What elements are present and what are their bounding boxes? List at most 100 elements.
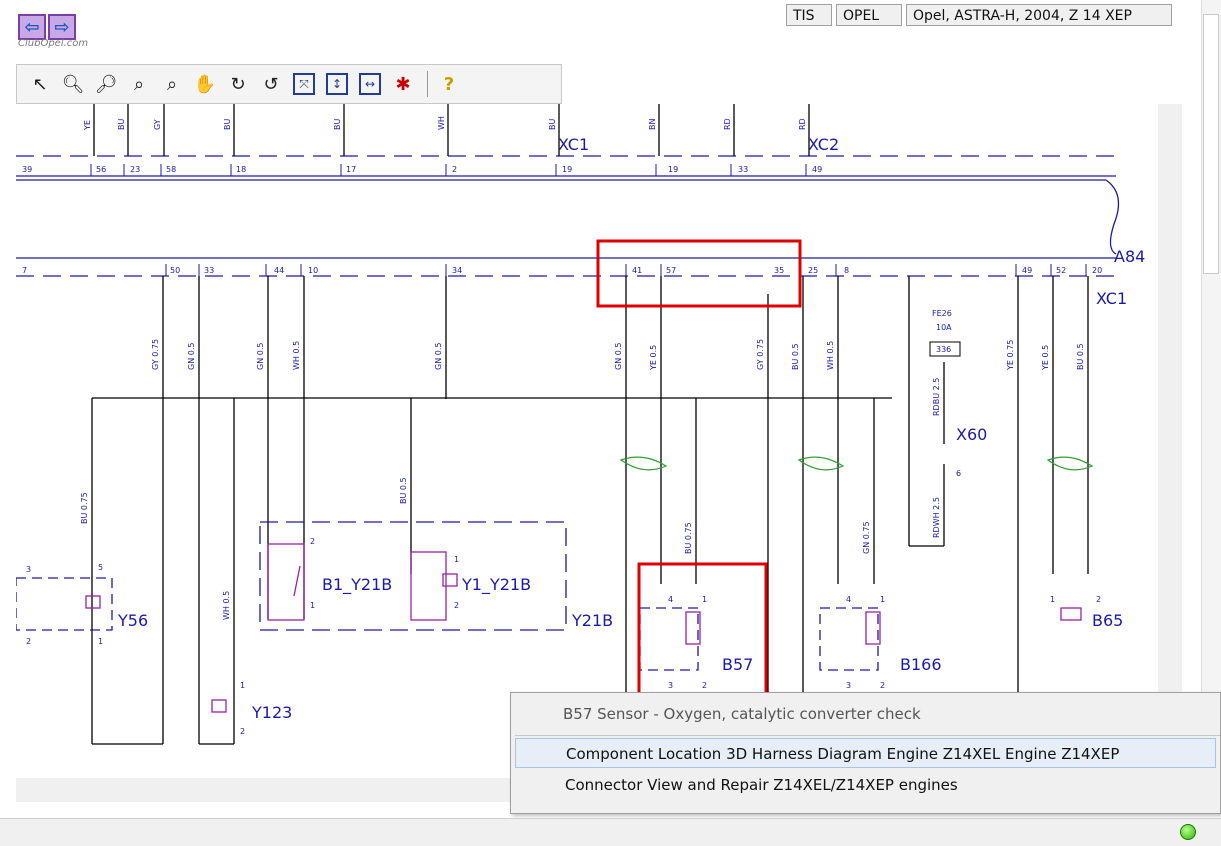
status-brand: OPEL xyxy=(836,4,902,26)
wire-color-label: RD xyxy=(723,118,732,130)
wire-color-label: BU xyxy=(223,119,232,130)
wire-color-label: YE xyxy=(83,120,92,131)
wire-size-label: BU 0.5 xyxy=(399,477,408,504)
wire-size-label: YE 0.5 xyxy=(649,345,658,371)
wire-size-label: GN 0.5 xyxy=(187,343,196,370)
wiring-diagram: XC1 XC2 A84 XC1 X60 Y56 B1_Y21B Y1_Y21B … xyxy=(16,104,1182,812)
wire-size-label: BU 0.75 xyxy=(684,522,693,554)
fit-height-icon[interactable]: ↕ xyxy=(322,69,352,99)
connector-xc1-right-label: XC1 xyxy=(1096,289,1127,308)
mid-pin-label: 41 xyxy=(632,266,642,275)
module-a84-label: A84 xyxy=(1114,247,1145,266)
pan-hand-icon[interactable]: ✋ xyxy=(193,73,217,95)
top-pin-label: 17 xyxy=(346,165,356,174)
wire-size-label: BU 0.75 xyxy=(80,492,89,524)
highlight-icon[interactable]: ✱ xyxy=(395,73,411,95)
comp-pin-label: 1 xyxy=(240,681,245,690)
context-menu-divider xyxy=(515,735,1220,736)
comp-pin-label: 4 xyxy=(846,595,851,604)
watermark: ClubOpel.com xyxy=(18,38,89,49)
help-icon[interactable]: ? xyxy=(443,73,455,95)
top-pin-label: 23 xyxy=(130,165,140,174)
component-context-menu: B57 Sensor - Oxygen, catalytic converter… xyxy=(510,692,1221,814)
diagram-horizontal-scrollbar[interactable] xyxy=(16,778,516,802)
window-scrollbar-thumb[interactable] xyxy=(1203,14,1219,274)
component-b1-y21b-label: B1_Y21B xyxy=(322,575,392,595)
mid-pin-label: 52 xyxy=(1056,266,1066,275)
arrow-right-icon: ⇨ xyxy=(54,16,70,38)
comp-pin-label: 1 xyxy=(702,595,707,604)
select-arrow-icon[interactable]: ↖ xyxy=(32,73,48,95)
top-pin-label: 19 xyxy=(668,165,678,174)
mid-pin-label: 35 xyxy=(774,266,784,275)
top-pin-label: 39 xyxy=(22,165,32,174)
wire-size-label: RDBU 2.5 xyxy=(932,378,941,416)
wire-size-label: BU 0.5 xyxy=(791,343,800,370)
status-app: TIS xyxy=(786,4,832,26)
comp-pin-label: 3 xyxy=(846,681,851,690)
top-pin-label: 2 xyxy=(452,165,457,174)
mid-pin-label: 10 xyxy=(308,266,318,275)
wire-size-label: YE 0.75 xyxy=(1006,340,1015,371)
wire-color-label: BU xyxy=(548,119,557,130)
fuse-rating: 10A xyxy=(936,323,952,332)
wire-size-label: RDWH 2.5 xyxy=(932,497,941,538)
rotate-right-icon[interactable]: ↻ xyxy=(230,73,246,95)
component-y56-label: Y56 xyxy=(117,611,148,630)
comp-pin-label: 1 xyxy=(310,601,315,610)
comp-pin-label: 1 xyxy=(880,595,885,604)
wire-size-label: GY 0.75 xyxy=(151,339,160,370)
mid-pin-label: 7 xyxy=(22,266,27,275)
back-button[interactable]: ⇦ xyxy=(18,14,46,40)
comp-pin-label: 2 xyxy=(26,637,31,646)
wire-color-label: BN xyxy=(648,119,657,130)
comp-pin-label: 2 xyxy=(310,537,315,546)
comp-pin-label: 1 xyxy=(1050,595,1055,604)
top-pin-label: 58 xyxy=(166,165,176,174)
zoom-icon[interactable]: ⌕ xyxy=(133,73,145,95)
connector-xc1-top-label: XC1 xyxy=(558,135,589,154)
x60-pin-label: 6 xyxy=(956,469,961,478)
top-pin-label: 49 xyxy=(812,165,822,174)
wire-color-label: BU xyxy=(333,119,342,130)
comp-pin-label: 3 xyxy=(26,565,31,574)
x60-label: X60 xyxy=(956,425,987,444)
comp-pin-label: 2 xyxy=(1096,595,1101,604)
fuse-label: FE26 xyxy=(932,309,952,318)
diagram-toolbar: ↖ 🔍︎ 🔎︎ ⌕ ⌕ ✋ ↻ ↺ ⤧ ↕ ↔ ✱ ? xyxy=(16,64,562,104)
wire-size-label: WH 0.5 xyxy=(292,341,301,370)
comp-pin-label: 3 xyxy=(668,681,673,690)
comp-pin-label: 1 xyxy=(98,637,103,646)
menu-item-connector-view[interactable]: Connector View and Repair Z14XEL/Z14XEP … xyxy=(565,776,958,794)
menu-item-component-location[interactable]: Component Location 3D Harness Diagram En… xyxy=(515,738,1216,768)
fit-all-icon[interactable]: ⤧ xyxy=(289,69,319,99)
mid-pin-label: 8 xyxy=(844,266,849,275)
comp-pin-label: 2 xyxy=(702,681,707,690)
zoom-window-icon[interactable]: ⌕ xyxy=(166,73,178,95)
comp-pin-label: 4 xyxy=(668,595,673,604)
forward-button[interactable]: ⇨ xyxy=(48,14,76,40)
mid-pin-label: 25 xyxy=(808,266,818,275)
mid-pin-label: 34 xyxy=(452,266,462,275)
arrow-left-icon: ⇦ xyxy=(24,16,40,38)
component-y1-y21b-label: Y1_Y21B xyxy=(461,575,531,595)
top-pin-label: 33 xyxy=(738,165,748,174)
wire-size-label: YE 0.5 xyxy=(1041,345,1050,371)
wire-size-label: GN 0.75 xyxy=(862,521,871,554)
mid-pin-label: 57 xyxy=(666,266,676,275)
fuse-number: 336 xyxy=(936,345,951,354)
fit-width-icon[interactable]: ↔ xyxy=(355,69,385,99)
status-bar xyxy=(0,818,1221,846)
component-b166-label: B166 xyxy=(900,655,942,674)
zoom-in-icon[interactable]: 🔍︎ xyxy=(61,73,85,95)
mid-pin-label: 33 xyxy=(204,266,214,275)
component-y21b-label: Y21B xyxy=(571,611,613,630)
wire-size-label: GN 0.5 xyxy=(434,343,443,370)
wire-size-label: WH 0.5 xyxy=(222,591,231,620)
rotate-left-icon[interactable]: ↺ xyxy=(263,73,279,95)
comp-pin-label: 5 xyxy=(98,563,103,572)
diagram-vertical-scrollbar[interactable] xyxy=(1158,104,1182,804)
zoom-out-icon[interactable]: 🔎︎ xyxy=(94,73,118,95)
comp-pin-label: 2 xyxy=(240,727,245,736)
wire-size-label: GY 0.75 xyxy=(756,339,765,370)
